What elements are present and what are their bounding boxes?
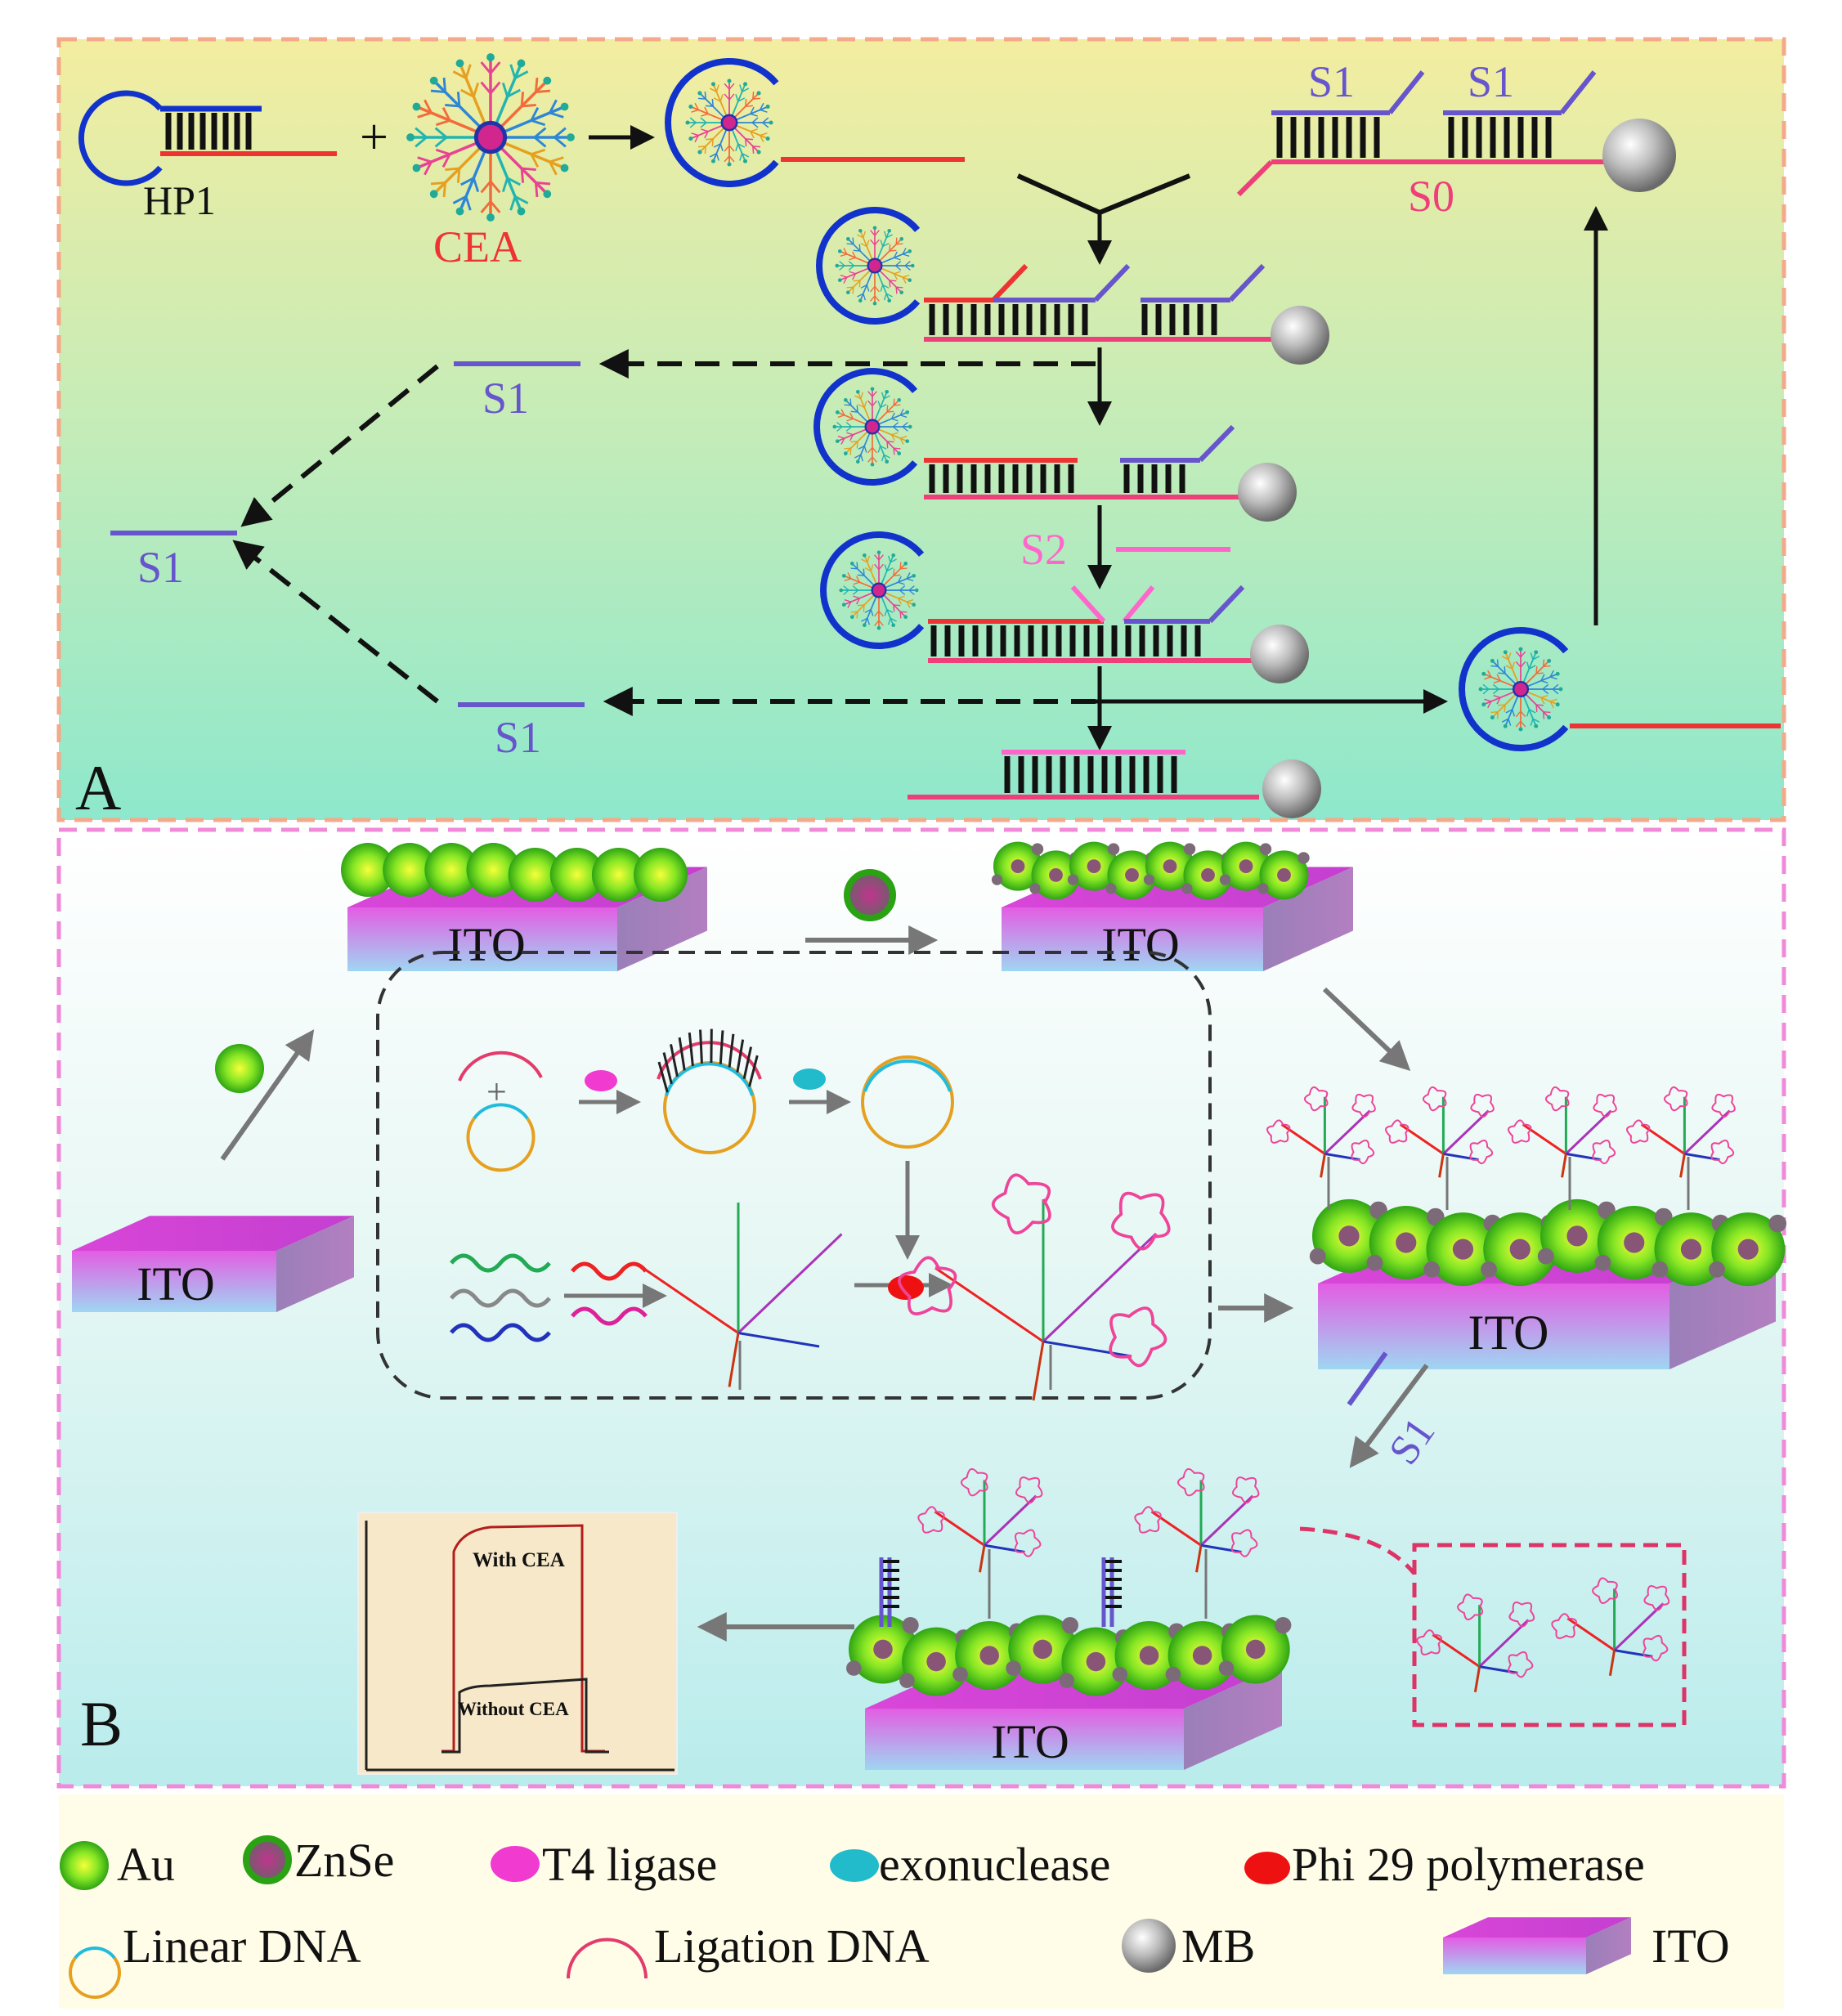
znse-nanoparticle-icon [246,1839,289,1881]
s1-label-left: S1 [137,543,184,592]
ito-label: ITO [447,918,526,971]
legend-t4-label: T4 ligase [542,1838,717,1891]
ito-label: ITO [991,1715,1069,1768]
ito-label: ITO [137,1257,215,1310]
ito-label: ITO [1101,918,1180,971]
magnetic-bead-icon [1602,119,1676,192]
s0-label: S0 [1408,172,1454,221]
exonuclease-icon [830,1849,879,1882]
magnetic-bead-icon [1238,463,1297,522]
legend-exo-label: exonuclease [879,1838,1110,1891]
legend-phi29-label: Phi 29 polymerase [1292,1838,1645,1891]
s1-label-top-1: S1 [1308,57,1355,106]
legend-area [59,1794,1784,2009]
legend-ito-label: ITO [1652,1920,1730,1973]
znse-particle-icon [847,872,893,918]
phi29-polymerase-icon [888,1275,924,1300]
legend-linear-label: Linear DNA [123,1920,361,1973]
magnetic-bead-icon [1250,625,1309,683]
magnetic-bead-icon [1122,1919,1176,1973]
legend-ligation-label: Ligation DNA [654,1920,930,1973]
au-particle-icon [215,1044,264,1093]
s1-label-upper: S1 [482,374,529,423]
magnetic-bead-icon [1262,759,1321,818]
exonuclease-icon [793,1068,826,1090]
phi29-polymerase-icon [1244,1852,1290,1884]
panel-b-label: B [80,1688,123,1759]
s1-label-top-2: S1 [1468,57,1514,106]
legend-au-label: Au [117,1838,175,1891]
legend-mb-label: MB [1181,1920,1255,1973]
t4-ligase-icon [585,1070,617,1091]
without-cea-label: Without CEA [458,1699,569,1719]
magnetic-bead-icon [1271,306,1329,365]
t4-ligase-icon [491,1846,540,1882]
ito-label: ITO [1468,1306,1549,1360]
cea-molecule-icon [406,53,575,222]
photocurrent-inset: With CEA Without CEA [358,1512,677,1774]
legend-znse-label: ZnSe [294,1834,394,1887]
au-nanoparticle-icon [60,1841,109,1890]
plus-sign: + [360,110,388,165]
with-cea-label: With CEA [473,1549,565,1571]
panel-a-label: A [75,752,121,823]
cea-label: CEA [433,222,522,271]
hp1-label: HP1 [143,177,216,223]
s1-label-lower: S1 [495,713,541,762]
ito-electrode-icon [1443,1917,1631,1974]
s2-label: S2 [1020,525,1067,574]
